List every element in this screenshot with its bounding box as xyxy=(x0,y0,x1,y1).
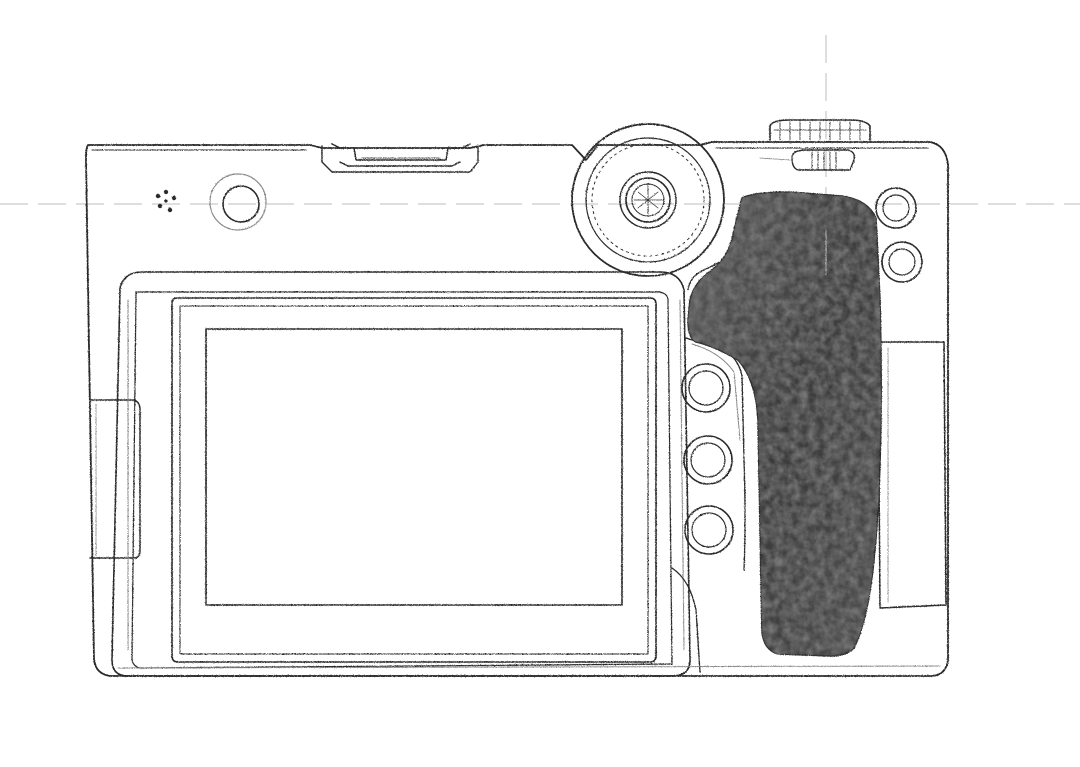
camera-body-outline xyxy=(85,141,949,677)
bottom-edge-shade xyxy=(117,665,941,669)
menu-button-bottom[interactable] xyxy=(684,505,734,555)
top-mode-dial[interactable] xyxy=(769,119,871,141)
body-contour-line-inner xyxy=(691,343,741,441)
body-top-edge-inner xyxy=(91,147,929,151)
left-hinge-panel xyxy=(89,399,141,559)
menu-button-middle[interactable] xyxy=(683,435,733,485)
right-side-panel xyxy=(877,341,947,609)
control-dial[interactable] xyxy=(571,123,725,277)
dial-center-button[interactable] xyxy=(631,183,665,217)
leather-grip xyxy=(687,191,882,657)
speaker-holes xyxy=(155,189,177,213)
on-off-lever[interactable] xyxy=(759,149,856,171)
guide-lines xyxy=(0,35,1080,285)
right-top-button[interactable] xyxy=(875,187,917,229)
screen-housing xyxy=(111,271,691,677)
hot-shoe xyxy=(321,143,479,173)
menu-button-top[interactable] xyxy=(681,363,731,413)
lcd-screen xyxy=(171,297,657,663)
right-lower-button[interactable] xyxy=(881,241,923,283)
lcd-display-area[interactable] xyxy=(205,328,623,606)
top-left-button[interactable] xyxy=(209,173,267,231)
